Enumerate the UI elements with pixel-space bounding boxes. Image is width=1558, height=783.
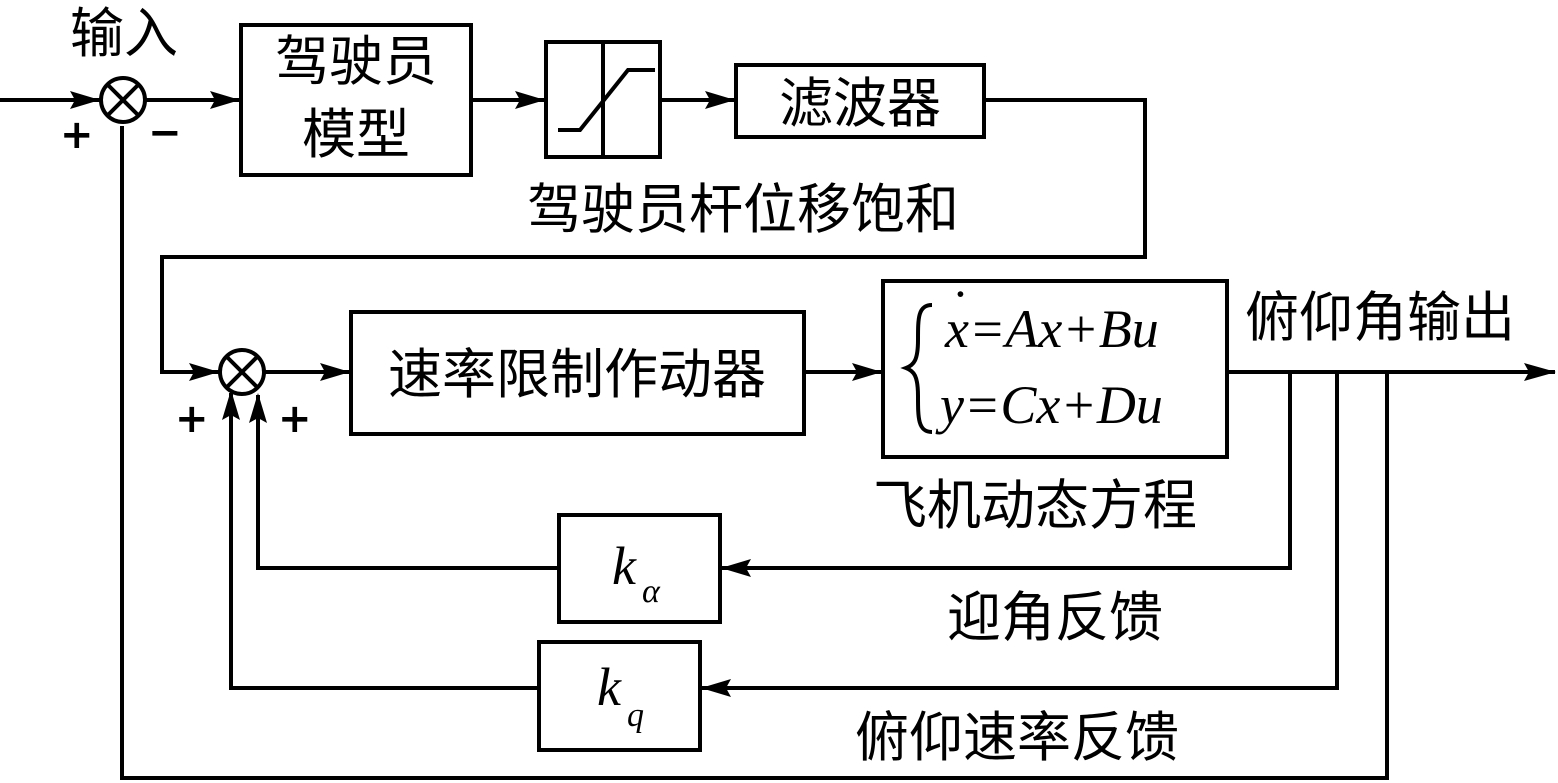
filter-block: 滤波器 xyxy=(734,63,986,139)
sum2-right-plus-sign: + xyxy=(278,396,312,442)
pilot-model-label-line2: 模型 xyxy=(302,103,410,166)
pilot-model-block: 驾驶员 模型 xyxy=(239,23,473,177)
input-arrowhead xyxy=(70,91,100,109)
saturation-arrowhead xyxy=(515,91,545,109)
sum2-left-plus-sign: + xyxy=(175,396,209,442)
sum2-bottom-right-arrowhead xyxy=(249,393,267,423)
saturation-curve xyxy=(558,68,655,132)
k-q-arrowhead xyxy=(701,679,731,697)
filter-arrowhead xyxy=(705,91,735,109)
state-dot: ˙ xyxy=(948,279,966,339)
sum2-left-arrowhead xyxy=(189,363,219,381)
dynamics-arrowhead xyxy=(852,363,882,381)
filter-to-sum2-line xyxy=(160,98,1147,374)
k-alpha-sub: α xyxy=(642,573,661,610)
pitch-rate-feedback-line xyxy=(702,372,1339,690)
aircraft-dynamics-block: ˙ x=Ax+Bu y=Cx+Du xyxy=(881,279,1229,459)
actuator-block: 速率限制作动器 xyxy=(349,310,806,436)
k-alpha-main: k xyxy=(612,536,637,596)
k-alpha-block: k α xyxy=(557,513,722,624)
summing-junction-2 xyxy=(218,348,266,396)
saturation-block xyxy=(544,40,662,159)
sum1-plus-sign: + xyxy=(60,112,94,158)
pitch-output-label: 俯仰角输出 xyxy=(1245,286,1515,349)
pitch-angle-feedback-line xyxy=(120,126,1389,780)
stick-saturation-label: 驾驶员杆位移饱和 xyxy=(527,178,959,241)
k-q-main: k xyxy=(597,657,622,717)
k-q-to-sum2-line xyxy=(229,393,538,690)
aoa-feedback-label: 迎角反馈 xyxy=(947,586,1163,649)
aircraft-dynamics-label: 飞机动态方程 xyxy=(873,474,1197,537)
pilot-model-label-line1: 驾驶员 xyxy=(275,30,437,93)
k-q-sub: q xyxy=(627,697,644,734)
k-alpha-to-sum2-line xyxy=(256,395,558,570)
summing-junction-1 xyxy=(99,76,147,124)
output-arrowhead xyxy=(1524,363,1556,381)
pilot-arrowhead xyxy=(210,91,240,109)
equation-brace xyxy=(900,303,933,434)
output-equation: y=Cx+Du xyxy=(935,375,1163,435)
k-q-block: k q xyxy=(537,640,702,752)
input-label: 输入 xyxy=(70,2,178,65)
actuator-arrowhead xyxy=(320,363,350,381)
filter-label: 滤波器 xyxy=(779,72,941,135)
actuator-label: 速率限制作动器 xyxy=(388,343,766,406)
pitch-rate-feedback-label: 俯仰速率反馈 xyxy=(855,706,1179,769)
state-equation: x=Ax+Bu xyxy=(944,299,1159,359)
k-alpha-arrowhead xyxy=(721,559,751,577)
sum1-minus-sign: − xyxy=(148,110,182,156)
sum2-bottom-left-arrowhead xyxy=(222,390,240,420)
aoa-feedback-line xyxy=(722,372,1292,570)
